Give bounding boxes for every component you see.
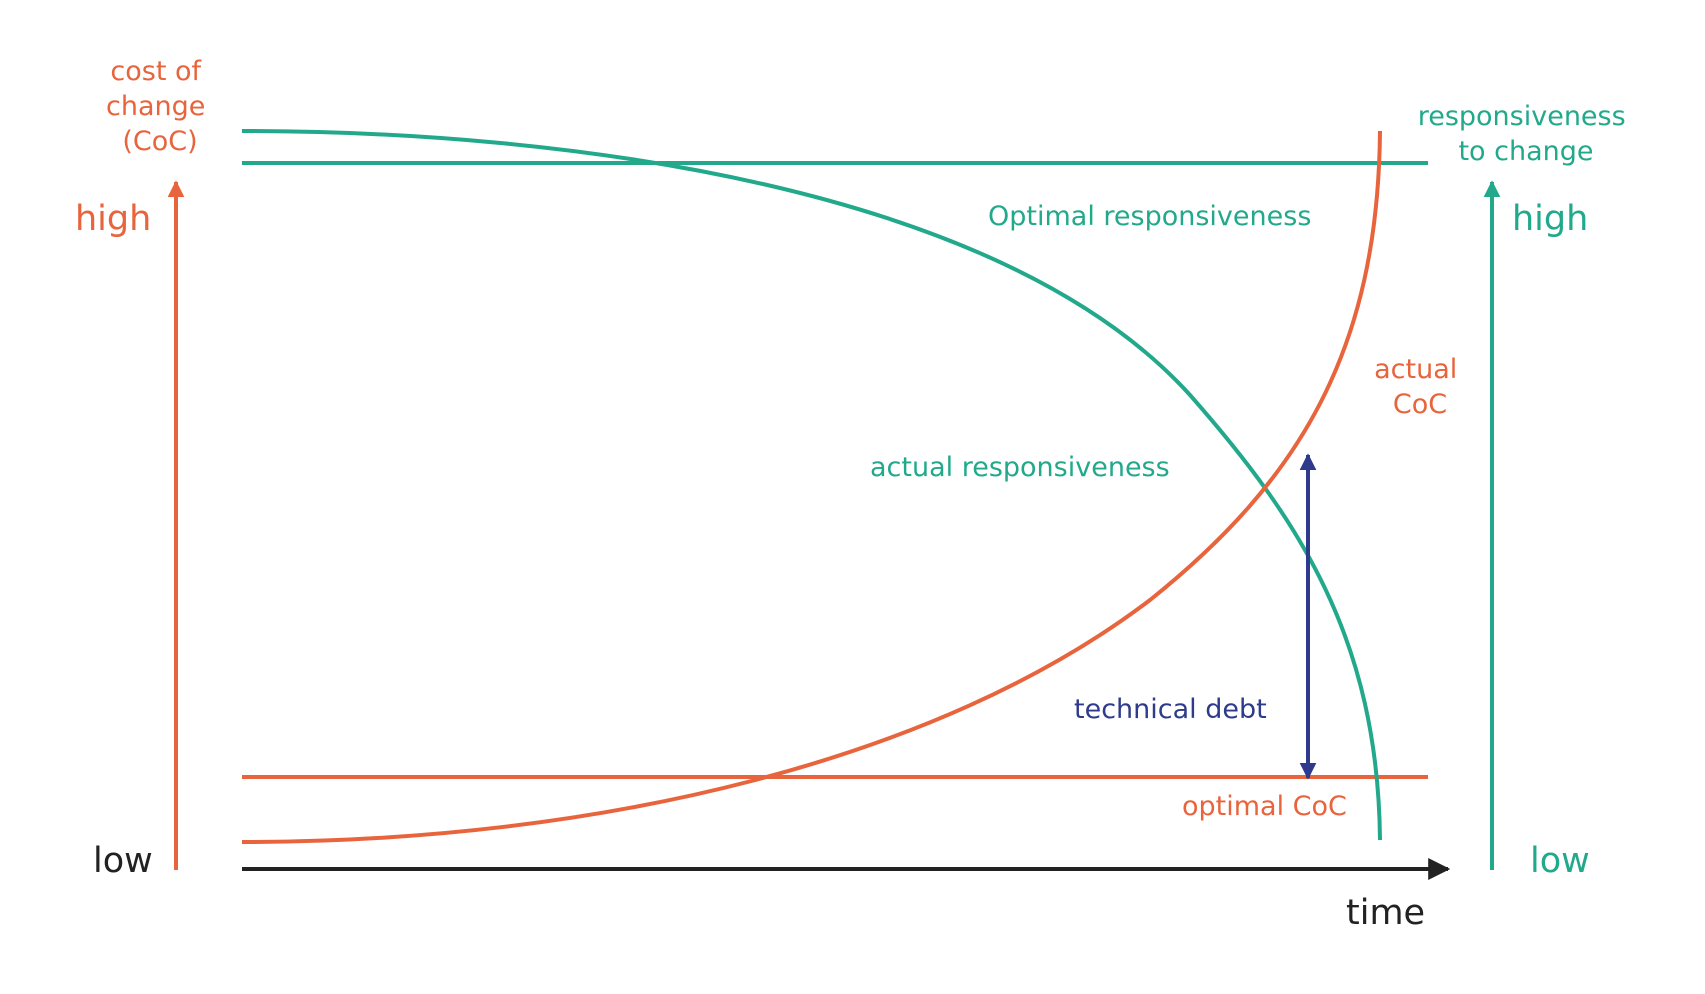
optimal-coc-label: optimal CoC (1182, 791, 1347, 822)
actual-responsiveness-curve (241, 129, 1382, 841)
responsiveness-axis-title-line-2: to change (1458, 136, 1593, 167)
responsiveness-axis-high-label: high (1512, 199, 1588, 239)
optimal-responsiveness-label: Optimal responsiveness (988, 201, 1311, 232)
responsiveness-axis-title-line-1: responsiveness (1418, 101, 1626, 132)
technical-debt-label: technical debt (1074, 694, 1267, 725)
time-axis-label: time (1346, 893, 1425, 933)
responsiveness-axis-low-label: low (1530, 841, 1590, 881)
actual-coc-label-line-2: CoC (1393, 389, 1447, 420)
actual-coc-curve (241, 130, 1382, 844)
coc-axis-title-line-3: (CoC) (122, 126, 197, 157)
actual-coc-label: actual CoC (1374, 354, 1466, 420)
actual-responsiveness-label: actual responsiveness (870, 452, 1170, 483)
coc-axis-high-label: high (75, 199, 151, 239)
coc-axis-title-line-2: change (106, 91, 205, 122)
coc-axis-low-label: low (93, 841, 153, 881)
coc-axis-title: cost of change (CoC) (106, 56, 214, 157)
actual-coc-label-line-1: actual (1374, 354, 1457, 385)
coc-axis-title-line-1: cost of (110, 56, 202, 87)
responsiveness-axis-title: responsiveness to change (1418, 101, 1635, 167)
